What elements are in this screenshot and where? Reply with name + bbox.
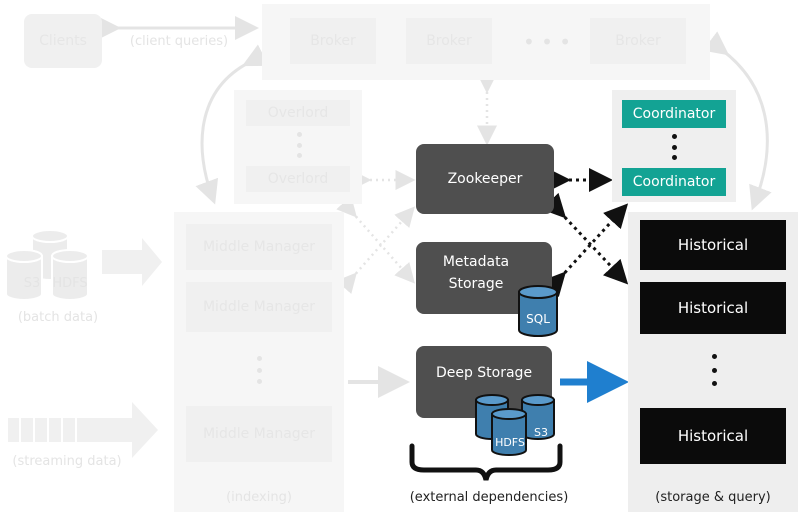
historical-box-3: Historical [640,408,786,464]
broker-box-1: Broker [290,18,376,64]
historical-dots [711,354,717,386]
batch-s3-label: S3 [23,276,41,291]
broker-box-2: Broker [406,18,492,64]
streaming-data-label: (streaming data) [12,454,122,469]
overlord-box-1: Overlord [246,100,350,126]
indexing-label: (indexing) [226,490,292,505]
external-dependencies-brace [409,443,563,481]
streaming-data-stripes [19,418,77,442]
overlord-dots [296,132,302,158]
deep-s3-label: S3 [534,426,548,439]
sql-database-icon [518,285,558,337]
deep-storage-db-icons [475,394,555,456]
storage-query-label: (storage & query) [655,490,771,505]
coordinator-box-2: Coordinator [622,168,726,196]
middle-manager-box-2: Middle Manager [186,282,332,332]
streaming-data-arrow [8,402,158,458]
coordinator-box-1: Coordinator [622,100,726,128]
sql-label: SQL [526,312,550,326]
cross-zookeeper-historical [540,192,629,285]
coordinator-dots [671,134,677,160]
broker-ellipsis: • • • [522,30,572,54]
cross-metadata-coordinator [541,203,629,298]
batch-data-label: (batch data) [17,310,99,325]
metadata-storage-box: Metadata Storage [416,242,552,314]
broker-box-3: Broker [590,18,686,64]
historical-box-2: Historical [640,282,786,334]
zookeeper-box: Zookeeper [416,144,554,214]
middle-manager-dots [256,356,262,384]
batch-data-arrow [102,238,162,286]
broker-historical-arrow [702,31,772,211]
deep-hdfs-label: HDFS [495,436,525,449]
middle-manager-box-3: Middle Manager [186,406,332,462]
external-dependencies-label: (external dependencies) [409,490,569,505]
overlord-box-2: Overlord [246,166,350,192]
batch-data-cylinders [5,229,89,301]
faded-cross-b [336,206,415,294]
clients-box: Clients [24,14,102,68]
middle-manager-box-1: Middle Manager [186,224,332,270]
historical-box-1: Historical [640,220,786,270]
batch-hdfs-label: HDFS [52,276,88,291]
client-queries-label: (client queries) [129,34,229,49]
broker-middle-arrow [195,44,269,205]
